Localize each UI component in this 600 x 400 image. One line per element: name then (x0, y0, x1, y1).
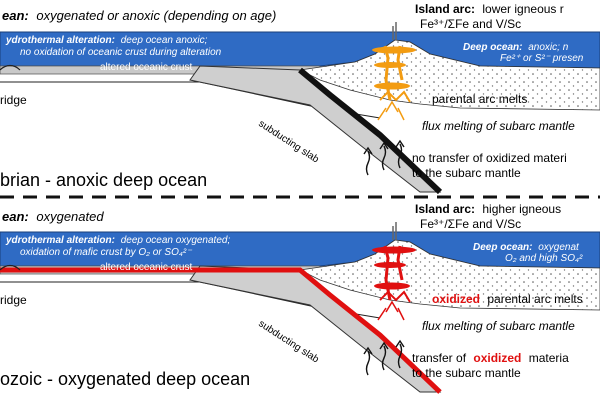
bottom-hydro-line2: oxidation of mafic crust by O₂ or SO₄²⁻ (20, 247, 192, 258)
svg-text:Island arc: lower igneou: Island arc: lower igneous r (415, 2, 564, 16)
bottom-ridge (0, 264, 21, 271)
top-hydro-line2: no oxidation of oceanic crust during alt… (20, 47, 222, 58)
top-flux-label: flux melting of subarc mantle (422, 119, 575, 133)
top-ratio-label: Fe³⁺/ΣFe and V/Sc (420, 17, 521, 31)
top-hydro-line1-rest: deep ocean anoxic; (121, 35, 208, 46)
top-transfer-line2: to the subarc mantle (412, 166, 521, 180)
top-slab-top-crust (298, 67, 443, 195)
top-fluid-arrows (363, 139, 405, 176)
top-ocean-header-text: oxygenated or anoxic (depending on age) (36, 8, 276, 23)
bottom-transfer-rest: materia (529, 351, 569, 365)
top-island-arc-text: lower igneous r (482, 2, 563, 16)
bottom-deep-ocean-text: oxygenat (538, 242, 580, 253)
bottom-ocean-header-lead: ean: (2, 209, 29, 224)
bottom-volcano-vent (392, 222, 397, 240)
bottom-ocean-header-text: oxygenated (36, 209, 104, 224)
bottom-slab-label: subducting slab (256, 318, 321, 365)
bottom-deep-ocean-lead: Deep ocean: (473, 242, 532, 253)
bottom-transfer-lead: transfer of (412, 351, 467, 365)
top-volcano-vent (392, 22, 397, 40)
svg-text:ean: oxygenated or anoxi: ean: oxygenated or anoxic (depending on … (2, 8, 276, 23)
bottom-parental-rest: parental arc melts (487, 292, 582, 306)
svg-text:Deep ocean: anoxic; n: Deep ocean: anoxic; n (463, 42, 569, 53)
top-deep-ocean-line2: Fe²⁺ or S²⁻ presen (500, 53, 584, 64)
top-ridge-label: ridge (0, 93, 27, 107)
top-panel: ean: oxygenated or anoxic (depending on … (0, 2, 600, 195)
top-era-label: brian - anoxic deep ocean (0, 170, 207, 190)
top-slab-label: subducting slab (256, 118, 321, 165)
bottom-oxidized-crust-line (0, 267, 442, 394)
bottom-fluid-arrows (363, 339, 405, 376)
top-ocean-header-lead: ean: (2, 8, 29, 23)
svg-text:ydrothermal alteration:: ydrothermal alteration: deep ocean oxyge… (5, 235, 230, 246)
bottom-era-label: ozoic - oxygenated deep ocean (0, 369, 250, 389)
bottom-ratio-label: Fe³⁺/ΣFe and V/Sc (420, 217, 521, 231)
bottom-island-arc-lead: Island arc: (415, 202, 475, 216)
top-deep-ocean-text: anoxic; n (528, 42, 568, 53)
top-altered-crust-label: altered oceanic crust (100, 62, 192, 73)
bottom-island-arc-text: higher igneous (482, 202, 561, 216)
top-ridge (0, 64, 21, 71)
svg-text:Island arc: higher igneo: Island arc: higher igneous (415, 202, 561, 216)
svg-text:transfer of oxidized: transfer of oxidized materia (412, 351, 569, 365)
bottom-oxidized-melts (372, 245, 416, 321)
top-deep-ocean-lead: Deep ocean: (463, 42, 522, 53)
bottom-ridge-label: ridge (0, 293, 27, 307)
bottom-altered-crust-label: altered oceanic crust (100, 262, 192, 273)
svg-text:ydrothermal alteration:: ydrothermal alteration: deep ocean anoxi… (5, 35, 208, 46)
top-parental-label: parental arc melts (432, 92, 527, 106)
bottom-hydro-line1-rest: deep ocean oxygenated; (121, 235, 231, 246)
svg-text:Deep ocean: oxygenat: Deep ocean: oxygenat (473, 242, 580, 253)
bottom-hydro-lead: ydrothermal alteration: (5, 235, 115, 246)
top-transfer-line1: no transfer of oxidized materi (412, 151, 567, 165)
bottom-flux-label: flux melting of subarc mantle (422, 319, 575, 333)
svg-text:oxidized parental arc me: oxidized parental arc melts (432, 292, 583, 306)
bottom-transfer-line2: to the subarc mantle (412, 366, 521, 380)
bottom-deep-ocean-line2: O₂ and high SO₄² (505, 253, 583, 264)
top-hydro-lead: ydrothermal alteration: (5, 35, 115, 46)
bottom-transfer-oxidized: oxidized (473, 351, 521, 365)
top-parental-melts (372, 45, 416, 121)
bottom-parental-oxidized: oxidized (432, 292, 480, 306)
top-island-arc-lead: Island arc: (415, 2, 475, 16)
bottom-panel: ean: oxygenated ydrothermal alteration: … (0, 202, 600, 394)
svg-text:ean: oxygenated: ean: oxygenated (2, 209, 104, 224)
